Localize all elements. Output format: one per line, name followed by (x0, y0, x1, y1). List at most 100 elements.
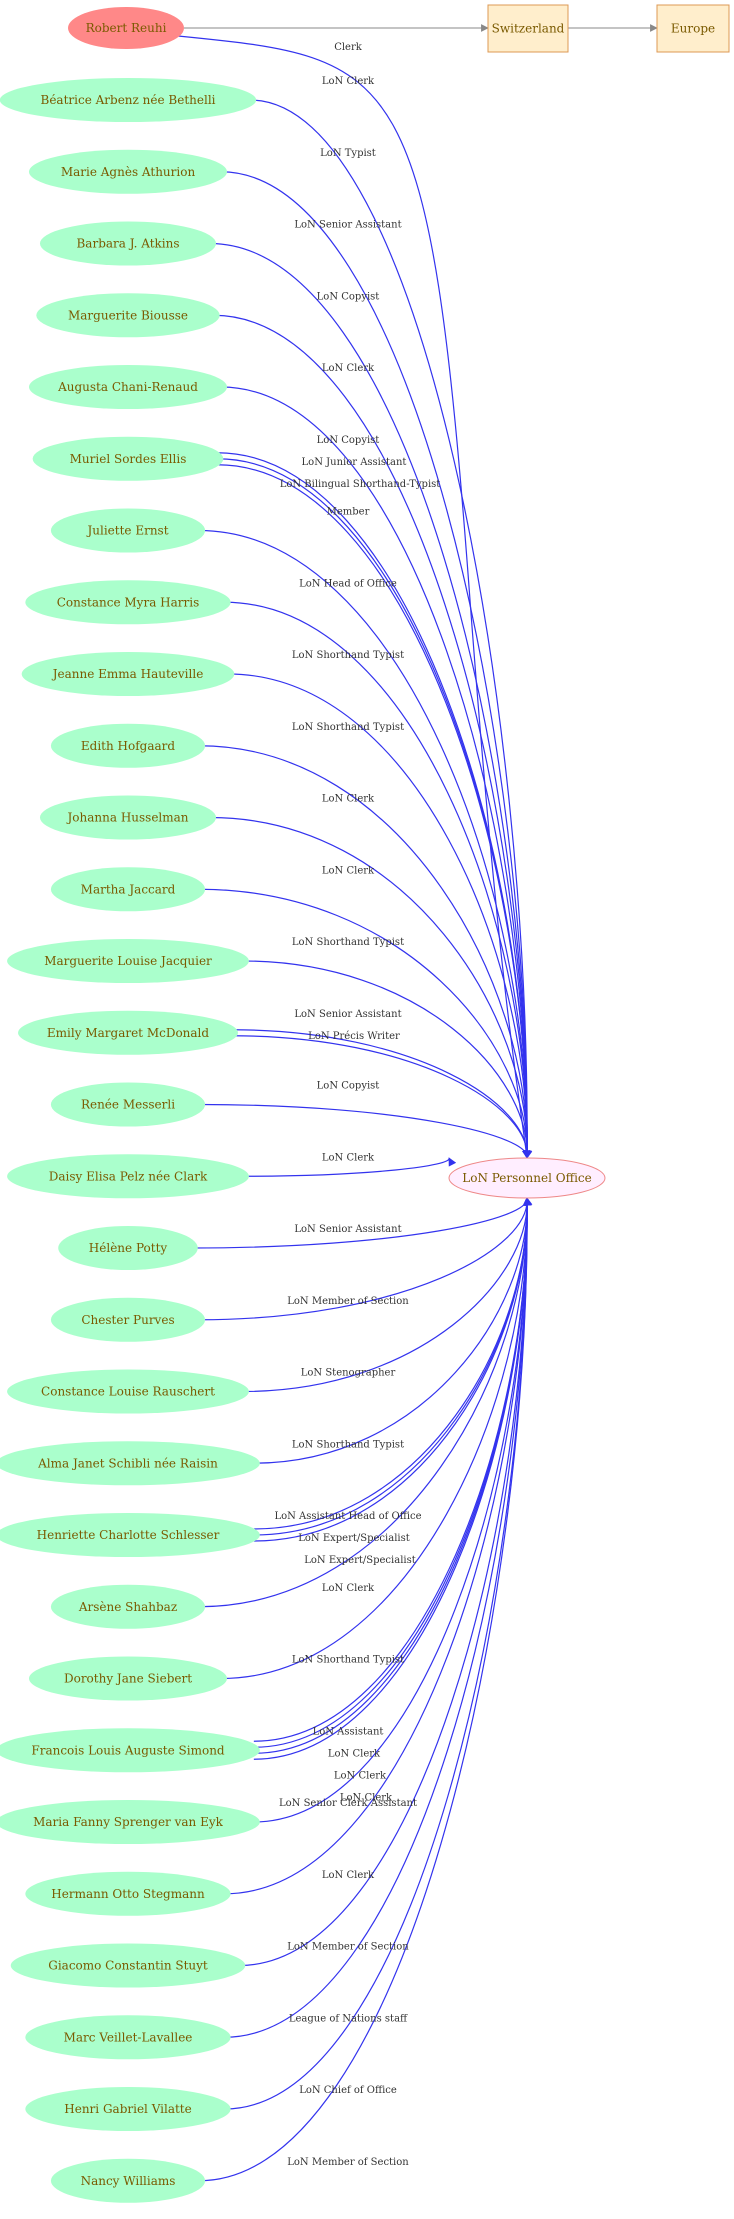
edge-p5-0 (220, 386, 532, 1159)
edge-label-p2-0: LoN Typist (320, 148, 376, 159)
node-person-p22[interactable] (50, 1584, 206, 1629)
node-switzerland[interactable] (487, 4, 569, 53)
edge-p3-0 (210, 242, 532, 1159)
node-lon-personnel-office[interactable] (448, 1157, 606, 1199)
edge-label-p16-0: LoN Clerk (322, 1152, 375, 1163)
edge-label-p6-0: LoN Copyist (317, 435, 380, 446)
edge-p2-0 (220, 171, 532, 1159)
node-person-p11[interactable] (39, 795, 217, 840)
edge-label-p6-2: LoN Bilingual Shorthand-Typist (280, 479, 441, 490)
node-person-p21[interactable] (0, 1513, 260, 1557)
node-label-p26: Hermann Otto Stegmann (51, 1887, 205, 1901)
node-person-p3[interactable] (39, 221, 217, 266)
node-label-p12: Martha Jaccard (81, 882, 176, 896)
edge-label-p1-0: LoN Clerk (322, 76, 375, 87)
edge-p11-0 (210, 816, 532, 1159)
node-person-p26[interactable] (25, 1871, 231, 1916)
edge-label-p21-0: LoN Assistant Head of Office (274, 1511, 421, 1522)
node-person-p27[interactable] (10, 1943, 246, 1988)
node-europe[interactable] (656, 4, 730, 53)
node-person-p14[interactable] (18, 1010, 238, 1055)
edge-label-p4-0: LoN Copyist (317, 291, 380, 302)
edge-label-p21-2: LoN Expert/Specialist (304, 1555, 416, 1566)
node-label-p28: Marc Veillet-Lavallee (64, 2030, 193, 2044)
edge-label-p5-0: LoN Clerk (322, 363, 375, 374)
node-label-p8: Constance Myra Harris (57, 595, 200, 609)
edge-label-p24-1: LoN Clerk (328, 1748, 381, 1759)
node-person-p5[interactable] (29, 365, 227, 409)
node-robert-reuhi[interactable] (68, 7, 184, 49)
edge-p13-0 (242, 960, 532, 1159)
edge-p14-0 (231, 1029, 532, 1159)
edge-p28-0 (224, 1197, 532, 2038)
edge-label-p15-0: LoN Copyist (317, 1081, 380, 1092)
edge-focus-to-office (177, 35, 531, 1159)
edge-label-p28-0: League of Nations staff (289, 2013, 408, 2024)
edge-label-p12-0: LoN Clerk (322, 865, 375, 876)
node-person-p6[interactable] (32, 436, 224, 481)
edge-label-p9-0: LoN Shorthand Typist (292, 650, 404, 661)
edge-label-p25-0: LoN Senior Clerk Assistant (279, 1798, 417, 1809)
node-person-p12[interactable] (50, 867, 206, 912)
edge-label-p30-0: LoN Member of Section (287, 2157, 409, 2168)
node-person-p19[interactable] (7, 1369, 249, 1414)
node-label-p22: Arsène Shahbaz (78, 1600, 177, 1614)
edge-p16-0 (242, 1157, 457, 1177)
node-label-lon-personnel-office: LoN Personnel Office (462, 1171, 592, 1185)
node-person-p7[interactable] (50, 508, 206, 553)
edge-label-p10-0: LoN Shorthand Typist (292, 722, 404, 733)
edge-p9-0 (228, 673, 532, 1159)
edge-label-p19-0: LoN Stenographer (301, 1368, 396, 1379)
edge-label-p14-1: LoN Précis Writer (308, 1031, 400, 1042)
node-person-p13[interactable] (7, 939, 249, 983)
node-label-p18: Chester Purves (81, 1313, 174, 1327)
edge-label-p22-0: LoN Clerk (322, 1583, 375, 1594)
edge-label-p17-0: LoN Senior Assistant (294, 1224, 401, 1235)
node-label-p16: Daisy Elisa Pelz née Clark (49, 1169, 208, 1183)
node-person-p20[interactable] (0, 1441, 260, 1486)
edge-label-p20-0: LoN Shorthand Typist (292, 1439, 404, 1450)
node-person-p1[interactable] (0, 78, 257, 122)
node-person-p4[interactable] (36, 293, 220, 338)
node-person-p30[interactable] (50, 2158, 206, 2203)
edge-p6-2 (217, 464, 532, 1159)
edge-label-p23-0: LoN Shorthand Typist (292, 1655, 404, 1666)
node-label-p9: Jeanne Emma Hauteville (51, 667, 204, 681)
node-label-p20: Alma Janet Schibli née Raisin (37, 1456, 218, 1470)
node-person-p10[interactable] (50, 723, 206, 768)
edge-p29-0 (224, 1197, 532, 2110)
node-label-p15: Renée Messerli (81, 1098, 175, 1112)
node-person-p28[interactable] (25, 2015, 231, 2060)
node-person-p8[interactable] (25, 580, 231, 625)
node-person-p25[interactable] (0, 1800, 260, 1844)
node-label-p14: Emily Margaret McDonald (47, 1026, 209, 1040)
edge-label-p6-1: LoN Junior Assistant (302, 457, 407, 468)
node-person-p17[interactable] (58, 1226, 198, 1270)
edge-label-p26-0: LoN Clerk (322, 1870, 375, 1881)
edge-p14-1 (231, 1035, 532, 1159)
node-person-p2[interactable] (29, 149, 227, 194)
node-person-p23[interactable] (29, 1656, 227, 1701)
edge-p23-0 (220, 1197, 532, 1680)
node-label-p5: Augusta Chani-Renaud (57, 380, 198, 394)
edge-p1-0 (250, 99, 532, 1159)
node-person-p9[interactable] (21, 652, 235, 696)
node-person-p29[interactable] (25, 2087, 231, 2131)
node-person-p16[interactable] (7, 1154, 249, 1199)
edge-p4-0 (213, 314, 532, 1159)
node-label-p27: Giacomo Constantin Stuyt (48, 1959, 208, 1973)
node-label-p25: Maria Fanny Sprenger van Eyk (33, 1815, 224, 1829)
edge-p10-0 (199, 745, 532, 1159)
node-person-p18[interactable] (50, 1297, 206, 1342)
node-label-switzerland: Switzerland (492, 22, 565, 36)
node-label-p2: Marie Agnès Athurion (61, 165, 196, 179)
edge-p30-0 (199, 1197, 532, 2182)
edge-label-p21-1: LoN Expert/Specialist (298, 1533, 410, 1544)
node-person-p15[interactable] (50, 1082, 206, 1127)
node-label-p4: Marguerite Biousse (68, 308, 188, 322)
edge-label-p18-0: LoN Member of Section (287, 1296, 409, 1307)
edge-label-p14-0: LoN Senior Assistant (294, 1009, 401, 1020)
node-person-p24[interactable] (0, 1728, 260, 1773)
